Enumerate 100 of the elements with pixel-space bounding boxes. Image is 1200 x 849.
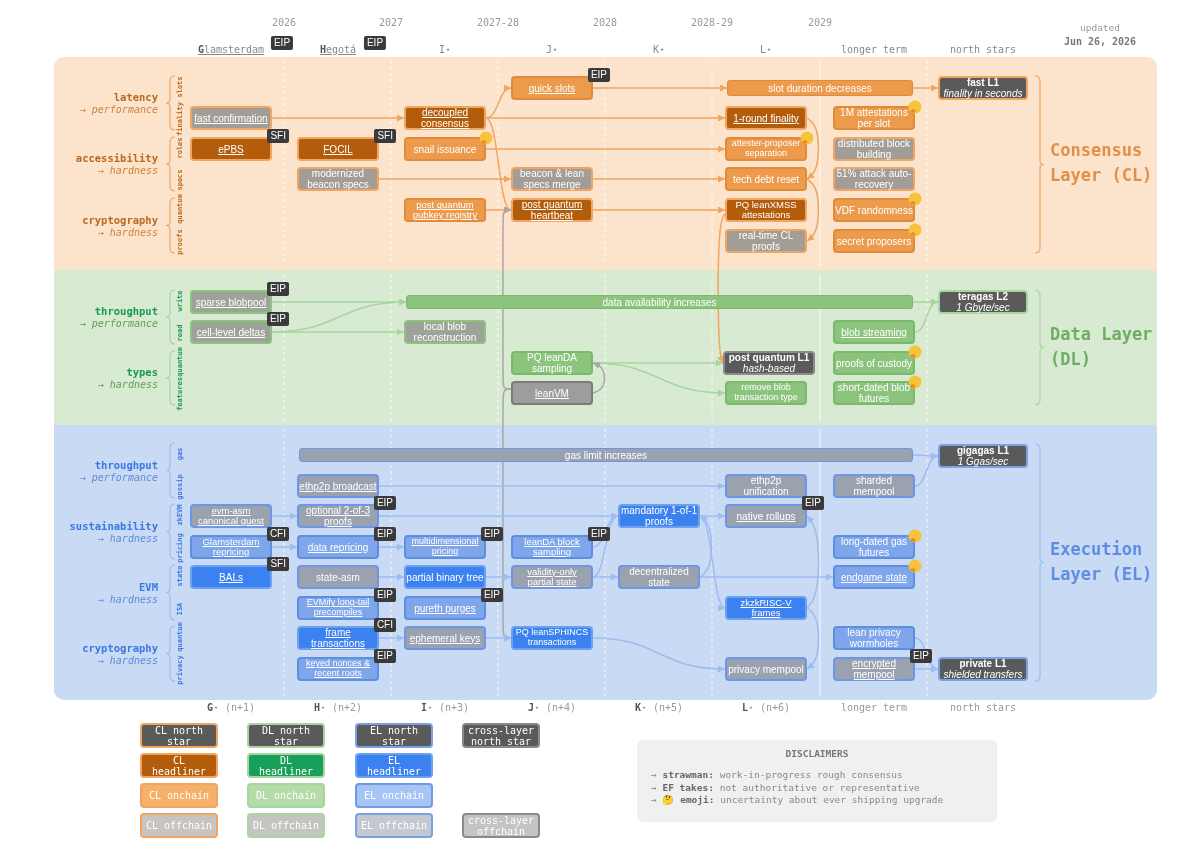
arrow — [806, 178, 820, 242]
node-label: ephemeral keys — [409, 632, 481, 644]
tag-badge: EIP — [363, 36, 387, 50]
arrow — [592, 362, 726, 397]
node-label: PQ leanDA sampling — [526, 352, 578, 374]
row-label: cryptography — [82, 213, 158, 226]
arrow — [699, 573, 834, 581]
milestone-box — [938, 290, 1028, 314]
column-footer: G⋆ (n+1) — [206, 702, 256, 714]
row-label: sustainability — [69, 519, 158, 532]
disclaimer-text: → strawman: work-in-progress rough consensus — [651, 768, 903, 782]
legend-label: DL north star — [260, 724, 312, 747]
node-label: PQ leanSPHINCS transactions — [514, 628, 590, 648]
node-label: partial binary tree — [406, 571, 484, 583]
tag-badge: EIP — [373, 649, 396, 663]
tag-badge: EIP — [801, 496, 824, 510]
node-label: decoupled consensus — [420, 107, 470, 129]
milestone-box — [938, 76, 1028, 100]
node-label: decentralized state — [628, 566, 690, 588]
roadmap-box — [725, 474, 807, 498]
arrow — [485, 114, 726, 122]
node-label: Glamsterdam repricing — [201, 536, 261, 558]
node-label: post quantum heartbeat — [520, 199, 584, 221]
arrow — [485, 634, 512, 642]
row-label: EVM — [139, 580, 158, 593]
progress-bar — [727, 80, 913, 96]
roadmap-box — [725, 198, 807, 222]
node-label: endgame state — [840, 571, 908, 583]
column-footer: longer term — [840, 702, 908, 714]
node-label: VDF randomness — [835, 204, 913, 216]
column-header: L⋆ — [760, 44, 772, 56]
tag-badge: SFI — [267, 557, 289, 571]
node-label: state-asm — [316, 571, 360, 583]
arrow — [717, 213, 726, 364]
node-label: FOCIL — [323, 143, 353, 155]
panel-heading: DISCLAIMERS — [785, 748, 849, 761]
row-label: types — [126, 365, 158, 379]
roadmap-box — [511, 565, 593, 589]
legend-label: cross-layer offchain — [466, 814, 536, 837]
node-label: ethp2p broadcast — [299, 480, 377, 492]
tag-badge: SFI — [374, 129, 396, 143]
arrow — [271, 114, 405, 122]
node-label: lean privacy wormholes — [846, 627, 902, 649]
tag-badge: EIP — [266, 312, 289, 326]
node-label: local blob reconstruction — [412, 321, 478, 343]
roadmap-box — [725, 381, 807, 405]
row-label: cryptography — [82, 641, 158, 654]
arrow — [914, 665, 939, 673]
node-label: mandatory 1-of-1 proofs — [620, 505, 698, 527]
arrow — [592, 206, 726, 214]
progress-bar — [406, 295, 913, 309]
node-label: data repricing — [307, 541, 369, 553]
roadmap-box — [297, 565, 379, 589]
legend-label: CL onchain — [147, 790, 211, 801]
arrow — [271, 328, 405, 336]
arrow — [378, 573, 405, 581]
node-label: validity-only partial state — [526, 566, 578, 588]
row-sublabel: → performance — [79, 471, 158, 484]
node-label: post quantum L1 — [728, 352, 810, 363]
milestone-box — [938, 657, 1028, 681]
arrow — [378, 482, 726, 490]
column-footer: K⋆ (n+5) — [634, 702, 684, 714]
node-label: pureth purges — [414, 602, 476, 614]
legend-label: EL onchain — [362, 790, 426, 801]
legend-label: DL offchain — [251, 820, 321, 831]
tag-badge: EIP — [373, 588, 396, 602]
arrow — [485, 145, 726, 153]
node-label: leanDA block sampling — [523, 536, 581, 558]
arrow — [592, 637, 726, 673]
year-label: 2027 — [378, 17, 404, 29]
roadmap-box — [833, 320, 915, 344]
node-label: native rollups — [736, 510, 796, 522]
arrow — [806, 117, 820, 180]
node-label: short-dated blob futures — [836, 382, 912, 404]
progress-bar — [299, 448, 913, 462]
node-label: real-time CL proofs — [737, 230, 795, 252]
node-label: tech debt reset — [732, 173, 800, 185]
roadmap-box — [833, 626, 915, 650]
year-label: 2027-28 — [476, 17, 520, 29]
node-label: distributed block building — [836, 138, 912, 160]
arrow — [485, 117, 512, 211]
node-label: sharded mempool — [852, 475, 896, 497]
node-label: keyed nonces & recent roots — [304, 659, 371, 679]
arrow — [592, 515, 619, 578]
tag-badge: EIP — [480, 588, 503, 602]
arrow — [271, 543, 298, 551]
node-label: blob streaming — [841, 326, 907, 338]
roadmap-box — [511, 381, 593, 405]
roadmap-box — [511, 351, 593, 375]
column-header: north stars — [949, 44, 1017, 56]
row-sublabel: → performance — [79, 104, 158, 116]
tag-badge: EIP — [587, 527, 610, 541]
milestone-box — [723, 351, 815, 375]
roadmap-box — [511, 198, 593, 222]
legend-label: cross-layer north star — [466, 724, 536, 747]
node-label: 1-round finality — [733, 112, 799, 124]
node-sublabel: finality in seconds — [943, 88, 1023, 99]
node-label: PQ leanXMSS attestations — [734, 199, 798, 221]
roadmap-box — [725, 657, 807, 681]
arrow — [914, 300, 939, 333]
